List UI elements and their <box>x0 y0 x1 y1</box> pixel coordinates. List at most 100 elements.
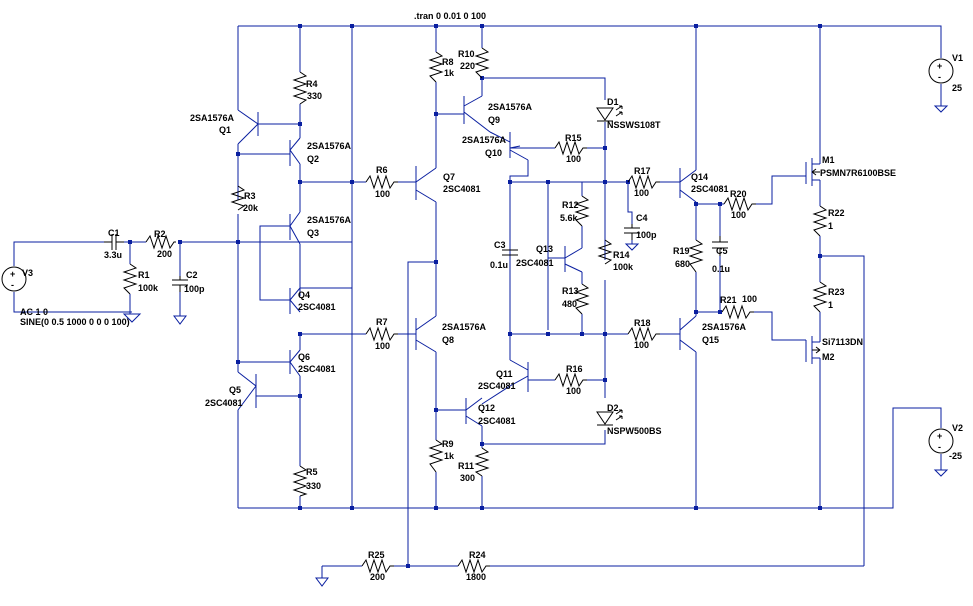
r9-symbol[interactable] <box>428 439 444 473</box>
q13-model: 2SC4081 <box>516 258 554 268</box>
m2-model: Si7113DN <box>822 337 863 347</box>
r24-symbol[interactable] <box>457 558 490 574</box>
r23-symbol[interactable] <box>812 281 828 313</box>
q13-label: Q13 <box>536 244 553 254</box>
capacitor-symbols <box>104 224 728 292</box>
r14-label: R14 <box>613 250 630 260</box>
d2-model: NSPW500BS <box>607 426 662 436</box>
q10-label: Q10 <box>485 148 502 158</box>
c1-symbol[interactable] <box>104 234 124 250</box>
r15-value: 100 <box>566 154 581 164</box>
r6-value: 100 <box>375 189 390 199</box>
sim-directive: .tran 0 0.01 0 100 <box>414 11 486 21</box>
r22-symbol[interactable] <box>812 205 828 237</box>
q1-label: Q1 <box>219 125 231 135</box>
r4-value: 330 <box>307 91 322 101</box>
r13-symbol[interactable] <box>574 283 590 315</box>
d2-symbol[interactable] <box>596 409 623 426</box>
r4-label: R4 <box>306 79 318 89</box>
q4-model: 2SC4081 <box>298 302 336 312</box>
v1-symbol[interactable]: + - <box>928 58 954 84</box>
q15-label: Q15 <box>702 335 719 345</box>
r7-symbol[interactable] <box>365 326 398 342</box>
r18-symbol[interactable] <box>627 326 660 342</box>
r24-label: R24 <box>469 550 486 560</box>
q6-label: Q6 <box>298 352 310 362</box>
r10-label: R10 <box>458 49 475 59</box>
q14-label: Q14 <box>691 172 708 182</box>
c3-label: C3 <box>494 240 506 250</box>
r6-symbol[interactable] <box>365 174 398 190</box>
r8-symbol[interactable] <box>428 51 444 83</box>
r3-value: 20k <box>243 203 259 213</box>
c1-value: 3.3u <box>104 250 122 260</box>
r9-label: R9 <box>442 439 454 449</box>
r4-symbol[interactable] <box>292 71 308 105</box>
c2-symbol[interactable] <box>172 276 188 292</box>
q8-label: Q8 <box>442 335 454 345</box>
v1-label: V1 <box>952 53 963 63</box>
r16-symbol[interactable] <box>554 372 587 388</box>
r9-value: 1k <box>444 451 455 461</box>
ground-icon <box>315 577 329 587</box>
r15-symbol[interactable] <box>554 140 587 156</box>
voltage-source-symbols: + - + - + - <box>1 58 954 454</box>
q2-label: Q2 <box>307 154 319 164</box>
ground-icon <box>173 315 187 325</box>
r14-symbol[interactable] <box>597 239 613 265</box>
q11-label: Q11 <box>496 369 513 379</box>
r19-label: R19 <box>673 246 690 256</box>
d1-symbol[interactable] <box>596 105 623 122</box>
r23-value: 1 <box>828 300 833 310</box>
r20-symbol[interactable] <box>723 196 756 212</box>
r2-symbol[interactable] <box>145 234 176 250</box>
c4-value: 100p <box>636 230 657 240</box>
r20-value: 100 <box>731 210 746 220</box>
m2-symbol[interactable] <box>812 346 821 354</box>
resistor-symbols <box>122 47 828 497</box>
r8-value: 1k <box>444 68 455 78</box>
r17-symbol[interactable] <box>627 174 660 190</box>
d1-model: NSSWS108T <box>607 120 661 130</box>
m1-label: M1 <box>822 155 835 165</box>
r5-value: 330 <box>306 481 321 491</box>
r5-symbol[interactable] <box>292 465 308 497</box>
r7-value: 100 <box>375 341 390 351</box>
r10-symbol[interactable] <box>474 47 490 79</box>
q1-model: 2SA1576A <box>190 113 235 123</box>
r11-symbol[interactable] <box>474 447 490 477</box>
c2-label: C2 <box>186 270 198 280</box>
q3-model: 2SA1576A <box>307 215 352 225</box>
q12-model: 2SC4081 <box>478 416 516 426</box>
junction-dots <box>128 24 822 568</box>
m1-symbol[interactable] <box>811 168 820 176</box>
r19-symbol[interactable] <box>688 239 704 273</box>
c3-symbol[interactable] <box>502 249 518 256</box>
r3-label: R3 <box>244 191 256 201</box>
r13-label: R13 <box>562 286 579 296</box>
v3-value-sine: SINE(0 0.5 1000 0 0 0 100) <box>20 317 130 327</box>
r12-symbol[interactable] <box>574 195 590 227</box>
r21-symbol[interactable] <box>721 304 754 320</box>
v2-symbol[interactable]: + - <box>928 428 954 454</box>
r14-value: 100k <box>613 262 634 272</box>
q10-model: 2SA1576A <box>462 135 507 145</box>
r11-value: 300 <box>460 473 475 483</box>
svg-text:+: + <box>10 269 15 279</box>
r16-value: 100 <box>566 386 581 396</box>
q14-model: 2SC4081 <box>691 184 729 194</box>
v3-symbol[interactable]: + - <box>1 266 27 292</box>
c5-symbol[interactable] <box>712 236 728 256</box>
ground-icon <box>624 243 640 251</box>
resistor-symbols-horizontal <box>145 140 756 574</box>
m2-label: M2 <box>822 352 835 362</box>
r24-value: 1800 <box>466 572 486 582</box>
r25-symbol[interactable] <box>361 558 394 574</box>
r3-symbol[interactable] <box>230 185 246 211</box>
r1-symbol[interactable] <box>122 263 138 295</box>
r25-value: 200 <box>370 572 385 582</box>
ground-icon <box>933 469 949 477</box>
r18-value: 100 <box>634 340 649 350</box>
c4-symbol[interactable] <box>624 224 640 240</box>
v2-label: V2 <box>952 423 963 433</box>
